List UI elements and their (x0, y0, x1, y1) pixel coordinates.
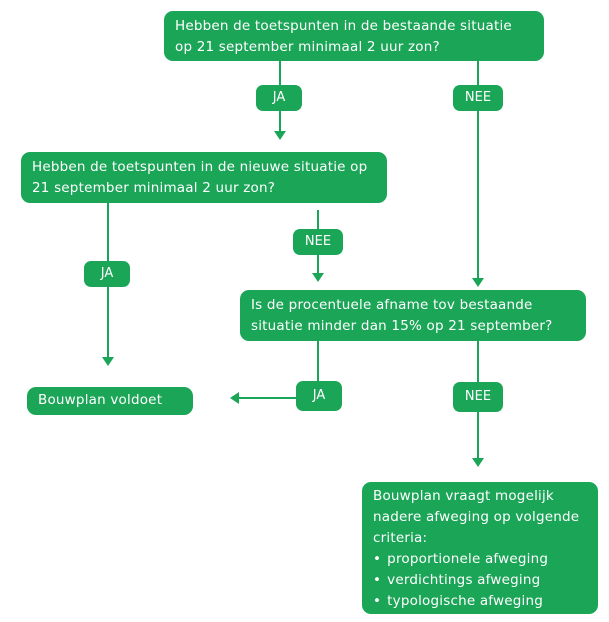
label-q2-yes: JA (84, 261, 130, 287)
arrow-q3-yes (230, 392, 239, 404)
question-1-line-2: op 21 september minimaal 2 uur zon? (175, 39, 440, 55)
criteria-list: proportionele afweging verdichtings afwe… (373, 549, 598, 612)
outcome-review-line-2: nadere afweging op volgende (373, 509, 580, 525)
question-3-line-2: situatie minder dan 15% op 21 september? (251, 318, 553, 334)
label-q3-no: NEE (453, 382, 503, 412)
outcome-pass-box: Bouwplan voldoet (27, 387, 193, 415)
outcome-review-box: Bouwplan vraagt mogelijk nadere afweging… (362, 482, 598, 614)
outcome-review-line-1: Bouwplan vraagt mogelijk (373, 488, 554, 504)
connector-q1-no (477, 61, 479, 278)
arrow-q3-no (472, 458, 484, 467)
question-1-line-1: Hebben de toetspunten in de bestaande si… (175, 18, 512, 34)
question-3-box: Is de procentuele afname tov bestaande s… (240, 290, 586, 341)
label-q1-yes: JA (256, 85, 302, 111)
outcome-review-line-3: criteria: (373, 530, 428, 546)
label-q2-no: NEE (293, 229, 343, 255)
criteria-item: proportionele afweging (373, 549, 598, 570)
arrow-q1-yes (274, 131, 286, 140)
arrow-q2-yes (102, 357, 114, 366)
question-3-line-1: Is de procentuele afname tov bestaande (251, 297, 533, 313)
arrow-q2-no (312, 273, 324, 282)
label-q3-yes: JA (296, 381, 342, 411)
question-1-box: Hebben de toetspunten in de bestaande si… (164, 11, 544, 61)
criteria-item: verdichtings afweging (373, 570, 598, 591)
criteria-item: typologische afweging (373, 591, 598, 612)
question-2-line-2: 21 september minimaal 2 uur zon? (32, 180, 276, 196)
connector-q3-yes-horizontal (238, 397, 298, 399)
connector-q3-yes-vertical (317, 341, 319, 381)
question-2-line-1: Hebben de toetspunten in de nieuwe situa… (32, 159, 368, 175)
question-2-box: Hebben de toetspunten in de nieuwe situa… (21, 152, 387, 203)
label-q1-no: NEE (453, 85, 503, 111)
arrow-q1-no (472, 278, 484, 287)
outcome-pass-label: Bouwplan voldoet (38, 392, 163, 408)
